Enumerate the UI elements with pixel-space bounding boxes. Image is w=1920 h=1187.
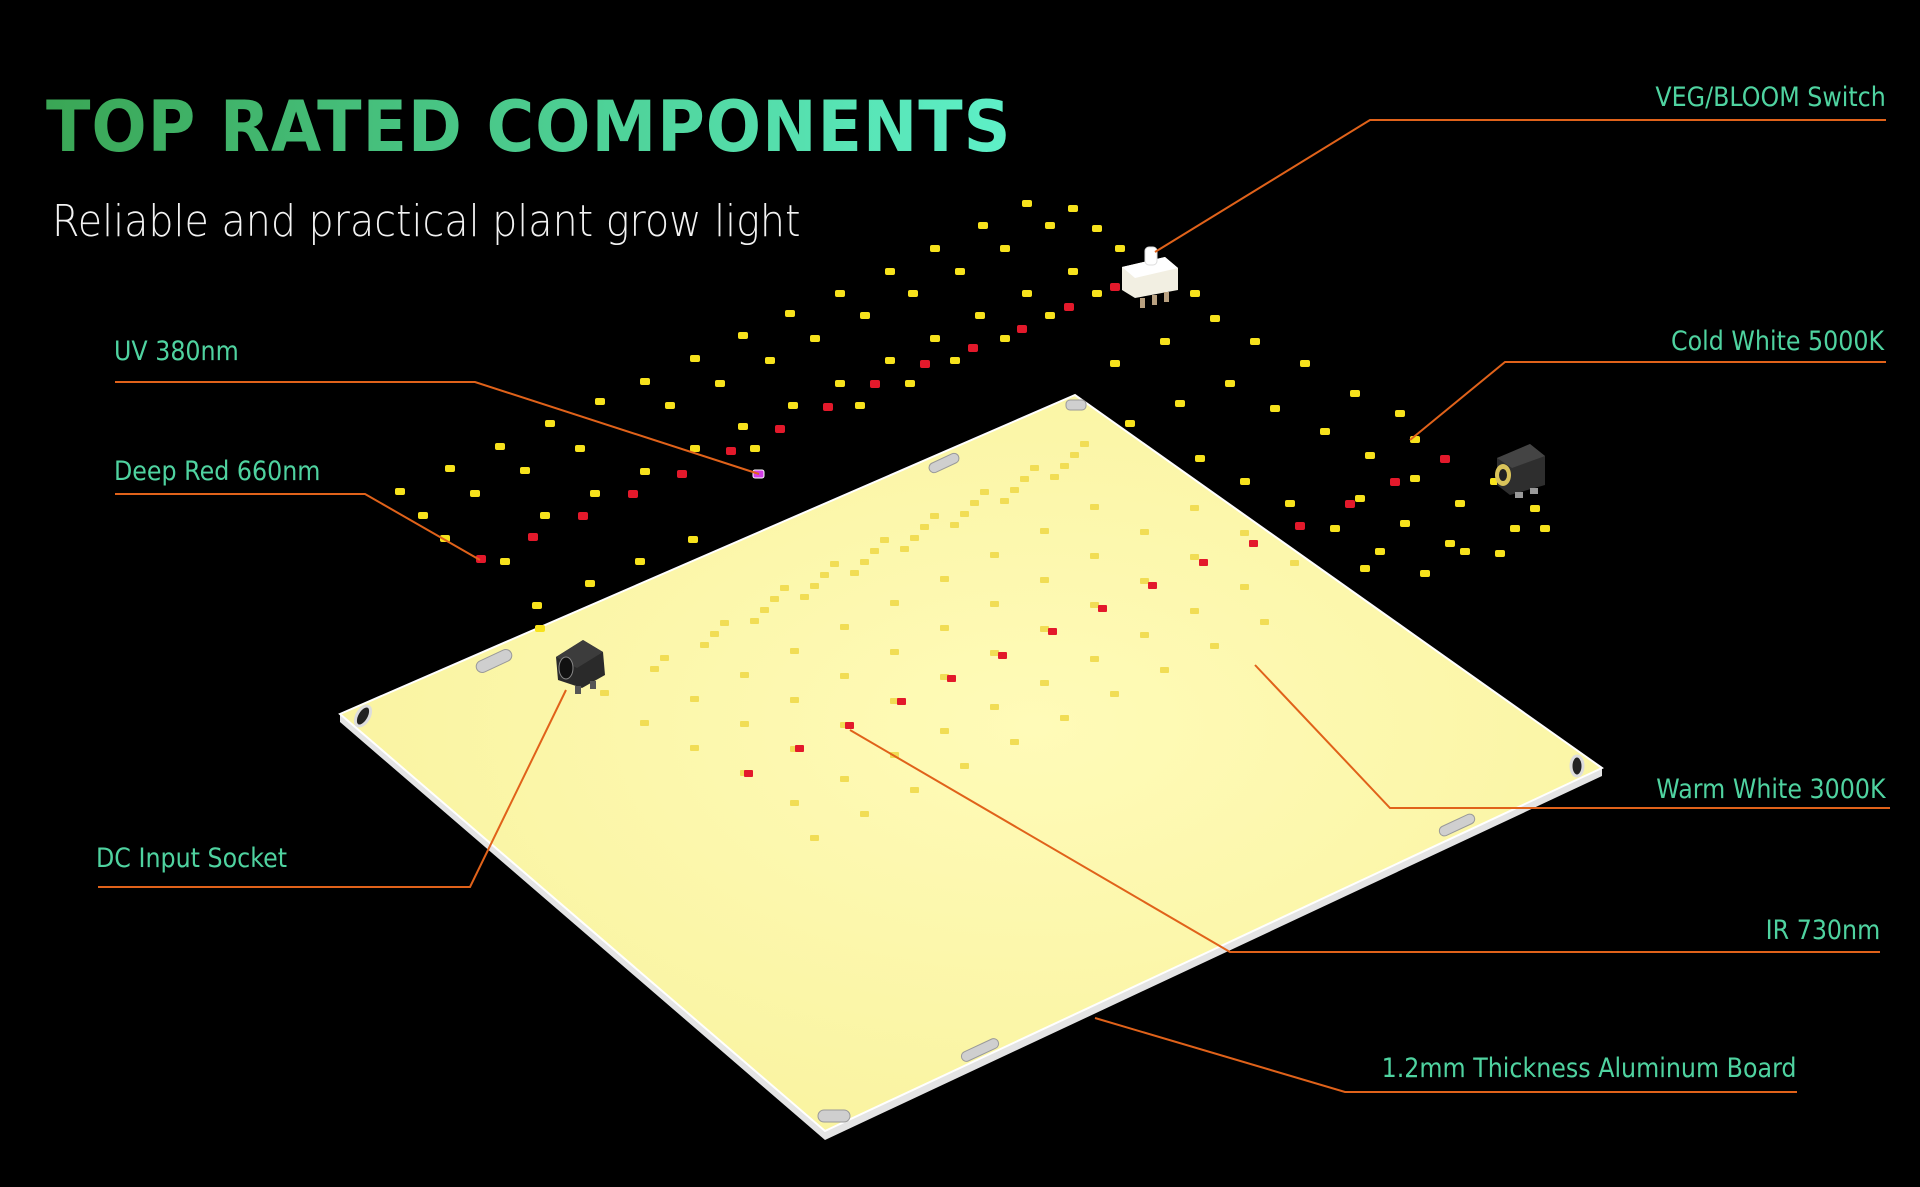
aluminum-board (338, 393, 1604, 1140)
leader-line-cold-white (1409, 361, 1886, 441)
label-deep-red-660nm: Deep Red 660nm (114, 456, 321, 487)
leader-lines (98, 119, 1890, 1093)
label-uv-380nm: UV 380nm (114, 336, 239, 367)
label-dc-input-socket: DC Input Socket (96, 843, 288, 874)
label-cold-white-5000k: Cold White 5000K (1670, 326, 1884, 357)
label-ir-730nm: IR 730nm (1765, 915, 1880, 946)
label-veg-bloom-switch: VEG/BLOOM Switch (1655, 82, 1886, 113)
ir-led-row (744, 540, 1258, 777)
mounting-slot-icon (928, 452, 960, 474)
leader-line-aluminum-board (1094, 1017, 1797, 1093)
leader-line-ir (849, 729, 1880, 953)
page-title: TOP RATED COMPONENTS (46, 86, 1012, 168)
leader-line-warm-white (1254, 664, 1890, 809)
mounting-slot-icon (817, 1109, 851, 1123)
deep-red-led (476, 555, 486, 563)
leader-line-deep-red (115, 493, 481, 561)
veg-bloom-switch-icon (1122, 246, 1178, 308)
mounting-slot-icon (960, 1038, 1000, 1062)
mounting-hole-icon (1569, 754, 1585, 778)
leader-line-uv (115, 381, 760, 475)
mounting-slot-icon (475, 649, 513, 673)
label-aluminum-board: 1.2mm Thickness Aluminum Board (1381, 1053, 1796, 1084)
page-subtitle: Reliable and practical plant grow light (52, 196, 801, 247)
leader-line-veg-bloom (1154, 119, 1886, 253)
mounting-slot-icon (1065, 399, 1087, 411)
mounting-hole-icon (353, 704, 373, 728)
leader-line-dc-input (98, 689, 567, 888)
dc-input-socket-icon (556, 640, 605, 694)
exploded-led-layer (395, 200, 1550, 632)
mounting-slot-icon (1438, 813, 1476, 837)
dc-socket-floating-icon (1495, 444, 1545, 498)
label-warm-white-3000k: Warm White 3000K (1656, 774, 1886, 805)
